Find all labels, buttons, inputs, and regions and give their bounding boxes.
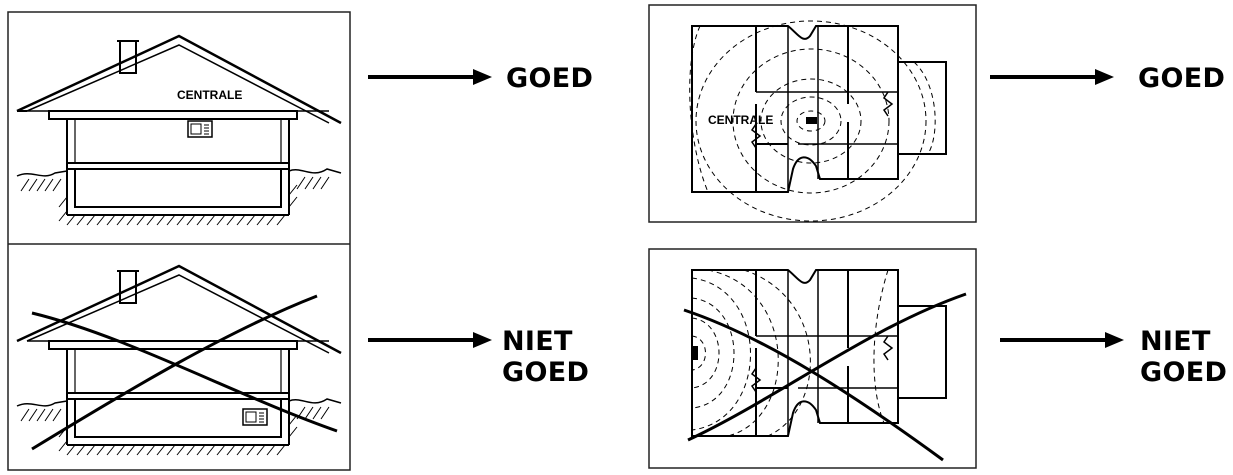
cross-out-mark: [31, 294, 338, 451]
verdict-bad-left: NIET GOED: [502, 326, 589, 388]
cross-out-mark: [683, 292, 967, 462]
house-panels-frame: CENTRALE: [7, 11, 352, 473]
verdict-good-left: GOED: [506, 63, 594, 94]
floorplan-good-panel: CENTRALE: [648, 4, 978, 224]
floorplan-bad-panel: [648, 248, 978, 470]
verdict-good-right: GOED: [1138, 63, 1226, 94]
verdict-line: NIET: [1140, 326, 1211, 357]
verdict-bad-right: NIET GOED: [1140, 326, 1227, 388]
arrow-icon: [990, 69, 1114, 85]
arrow-icon: [1000, 332, 1124, 348]
house-diagrams: CENTRALE: [7, 11, 351, 471]
verdict-line: NIET: [502, 326, 573, 357]
range-rings: [689, 20, 936, 222]
control-unit-icon: [692, 346, 698, 360]
floorplan-good: CENTRALE: [648, 4, 977, 223]
arrow-icon: [368, 69, 492, 85]
house-frame: [7, 11, 351, 471]
arrow-icon: [368, 332, 492, 348]
control-unit-icon: [242, 408, 268, 426]
house-bad-placement: [16, 264, 342, 456]
verdict-line: GOED: [1140, 357, 1228, 388]
verdict-line: GOED: [502, 357, 590, 388]
control-unit-label-house: CENTRALE: [177, 88, 242, 102]
house-good-placement: [16, 34, 342, 226]
control-unit-label-plan: CENTRALE: [708, 113, 773, 127]
control-unit-icon: [806, 117, 817, 124]
floorplan-bad: [648, 248, 977, 469]
control-unit-icon: [187, 120, 213, 138]
